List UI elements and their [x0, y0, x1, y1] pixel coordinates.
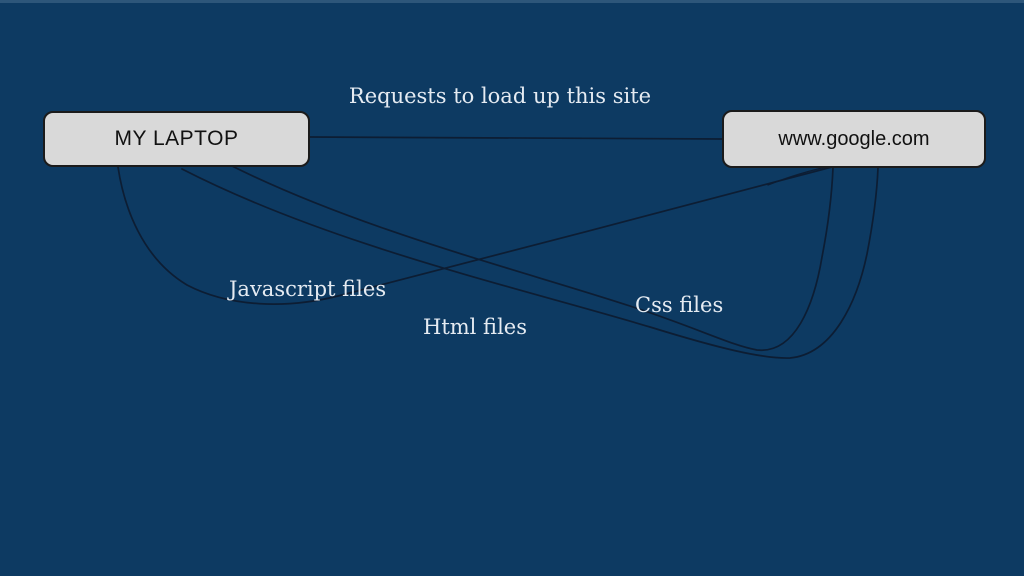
connector-css-curve — [181, 167, 879, 359]
node-www-google-com-label: www.google.com — [778, 127, 930, 150]
node-my-laptop-label: MY LAPTOP — [114, 127, 239, 150]
label-requests-to-load-site: Requests to load up this site — [348, 84, 652, 108]
connector-requests-line — [309, 136, 723, 140]
label-css-files: Css files — [635, 293, 724, 317]
label-javascript-files: Javascript files — [229, 277, 387, 301]
connector-html-curve — [229, 164, 834, 351]
node-my-laptop: MY LAPTOP — [43, 111, 310, 167]
node-www-google-com: www.google.com — [722, 110, 986, 168]
label-html-files: Html files — [423, 315, 527, 339]
top-strip — [0, 0, 1024, 3]
connector-javascript-curve — [117, 161, 852, 305]
